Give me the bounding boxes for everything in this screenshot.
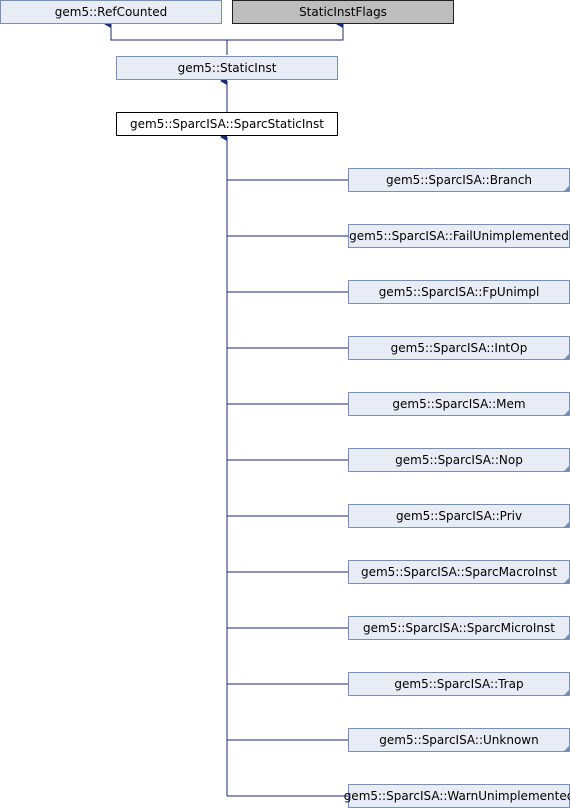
node-label: gem5::SparcISA::Mem (392, 397, 526, 411)
node-child-unknown[interactable]: gem5::SparcISA::Unknown (348, 728, 570, 752)
node-child-sparcmicroinst[interactable]: gem5::SparcISA::SparcMicroInst (348, 616, 570, 640)
node-label: StaticInstFlags (299, 5, 387, 19)
node-child-failunimplemented[interactable]: gem5::SparcISA::FailUnimplemented (348, 224, 570, 248)
node-label: gem5::SparcISA::FailUnimplemented (349, 229, 569, 243)
node-label: gem5::SparcISA::WarnUnimplemented (343, 789, 570, 803)
node-label: gem5::SparcISA::Priv (395, 509, 523, 523)
node-child-mem[interactable]: gem5::SparcISA::Mem (348, 392, 570, 416)
node-child-warnunimplemented[interactable]: gem5::SparcISA::WarnUnimplemented (344, 784, 570, 808)
node-label: gem5::StaticInst (177, 61, 277, 75)
node-label: gem5::SparcISA::Branch (385, 173, 533, 187)
node-child-branch[interactable]: gem5::SparcISA::Branch (348, 168, 570, 192)
node-child-trap[interactable]: gem5::SparcISA::Trap (348, 672, 570, 696)
node-label: gem5::SparcISA::IntOp (390, 341, 528, 355)
node-label: gem5::SparcISA::SparcMicroInst (363, 621, 555, 635)
node-label: gem5::RefCounted (54, 5, 168, 19)
node-sparcstaticinst: gem5::SparcISA::SparcStaticInst (116, 112, 338, 136)
node-label: gem5::SparcISA::Trap (394, 677, 524, 691)
node-label: gem5::SparcISA::Unknown (379, 733, 539, 747)
node-label: gem5::SparcISA::FpUnimpl (378, 285, 540, 299)
node-label: gem5::SparcISA::SparcStaticInst (130, 117, 324, 131)
edge-staticinst-to-flags (227, 20, 344, 41)
edge-staticinst-to-refcounted (104, 20, 228, 55)
node-refcounted[interactable]: gem5::RefCounted (0, 0, 222, 24)
node-child-priv[interactable]: gem5::SparcISA::Priv (348, 504, 570, 528)
node-staticinstflags[interactable]: StaticInstFlags (232, 0, 454, 24)
node-child-nop[interactable]: gem5::SparcISA::Nop (348, 448, 570, 472)
node-staticinst[interactable]: gem5::StaticInst (116, 56, 338, 80)
node-label: gem5::SparcISA::Nop (395, 453, 523, 467)
node-label: gem5::SparcISA::SparcMacroInst (360, 565, 557, 579)
node-child-sparcmacroinst[interactable]: gem5::SparcISA::SparcMacroInst (348, 560, 570, 584)
node-child-intop[interactable]: gem5::SparcISA::IntOp (348, 336, 570, 360)
node-child-fpunimpl[interactable]: gem5::SparcISA::FpUnimpl (348, 280, 570, 304)
